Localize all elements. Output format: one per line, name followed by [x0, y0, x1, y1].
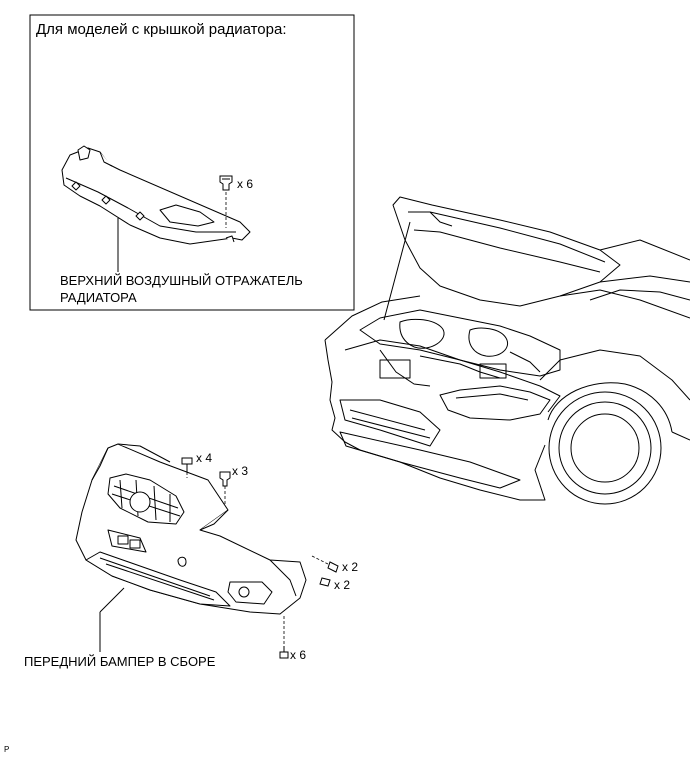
- bolt-bottom-qty: x 6: [290, 648, 307, 662]
- front-bumper-drawing: [75, 443, 307, 615]
- clip-icon: [319, 577, 331, 587]
- corner-mark: P: [4, 745, 10, 754]
- deflector-label-line1: ВЕРХНИЙ ВОЗДУШНЫЙ ОТРАЖАТЕЛЬ: [60, 273, 303, 288]
- bolt-icon: [181, 457, 193, 472]
- radiator-deflector-drawing: [61, 145, 251, 245]
- screw-side-qty: x 2: [342, 560, 359, 574]
- deflector-label-line2: РАДИАТОРА: [60, 290, 137, 305]
- inset-clip-qty: x 6: [237, 177, 254, 191]
- inset-title: Для моделей с крышкой радиатора:: [36, 21, 287, 38]
- bolt-icon: [279, 646, 289, 659]
- bumper-label: ПЕРЕДНИЙ БАМПЕР В СБОРЕ: [24, 654, 216, 669]
- inset-clip-icon: [219, 175, 233, 191]
- clip-side-qty: x 2: [334, 578, 351, 592]
- bolt-top-qty: x 4: [196, 451, 213, 465]
- clip-icon: [219, 471, 231, 487]
- screw-icon: [327, 561, 339, 573]
- clip-top-qty: x 3: [232, 464, 249, 478]
- car-drawing: [324, 196, 690, 505]
- screw-side-dash: [311, 555, 329, 565]
- bumper-leader-diag: [99, 587, 125, 613]
